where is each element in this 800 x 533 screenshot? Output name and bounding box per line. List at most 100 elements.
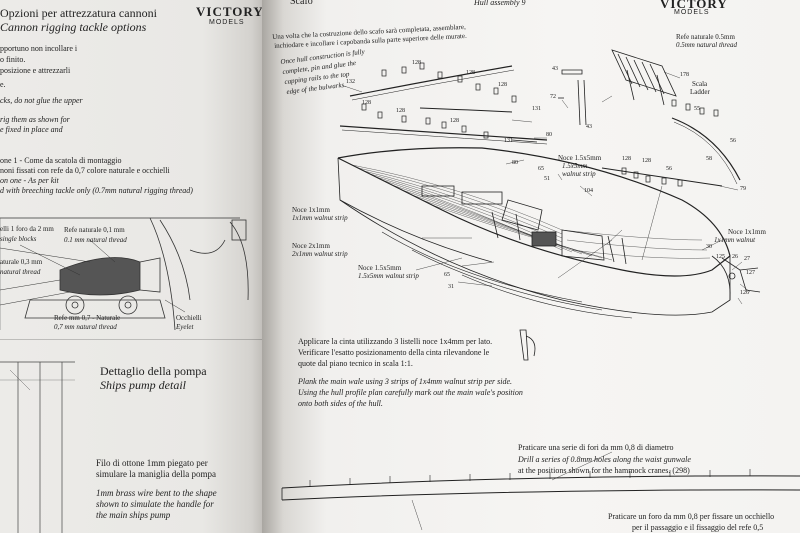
part-number: 128 xyxy=(642,158,651,164)
text-fragment: e. xyxy=(0,80,6,89)
callout-thread1-en: 0.1 mm natural thread xyxy=(64,236,127,244)
text-fragment: rig them as shown for xyxy=(0,115,70,124)
cannon-title-it: Opzioni per attrezzatura cannoni xyxy=(0,6,157,20)
logo-sub-right: MODELS xyxy=(674,9,710,16)
wale-it-1: Applicare la cinta utilizzando 3 listell… xyxy=(298,337,493,346)
thread05-it: Refe naturale 0.5mm xyxy=(676,33,735,41)
left-page: VICTORY MODELS Opzioni per attrezzatura … xyxy=(0,0,270,533)
part-number: 80 xyxy=(546,132,552,138)
text-fragment: cks, do not glue the upper xyxy=(0,96,83,105)
part-number: 56 xyxy=(666,166,672,172)
walnut-15b-it: Noce 1.5x5mm xyxy=(558,154,602,162)
part-number: 128 xyxy=(450,118,459,124)
walnut-1x1-en: 1x1mm walnut strip xyxy=(292,214,348,222)
ladder-it: Scala xyxy=(692,80,708,88)
part-number: 125 xyxy=(716,254,725,260)
wale-it-3: quote dal piano tecnico in scala 1:1. xyxy=(298,359,413,368)
part-number: 132 xyxy=(346,79,355,85)
part-number: 131 xyxy=(532,106,541,112)
walnut-15-it: Noce 1.5x5mm xyxy=(358,264,402,272)
part-number: 58 xyxy=(706,156,712,162)
part-number: 72 xyxy=(550,94,556,100)
pump-it-1: Filo di ottone 1mm piegato per xyxy=(96,458,208,468)
wale-en-3: onto both sides of the hull. xyxy=(298,399,383,408)
holes-en-1: Drill a series of 0.8mm holes along the … xyxy=(518,455,691,464)
part-number: 128 xyxy=(362,100,371,106)
part-number: 178 xyxy=(680,72,689,78)
pump-en-2: shown to simulate the handle for xyxy=(96,499,214,509)
walnut-right-it: Noce 1x1mm xyxy=(728,228,766,236)
text-fragment: posizione e attrezzarli xyxy=(0,66,71,75)
holes-en-2: at the positions shown for the hammock c… xyxy=(518,466,690,475)
callout-blocks-it: elli 1 foro da 2 mm xyxy=(0,225,54,233)
walnut-15b-en: 1.5x5mm xyxy=(562,162,588,170)
callout-eyelet-en: Eyelet xyxy=(176,323,194,331)
part-number: 128 xyxy=(466,70,475,76)
ladder-en: Ladder xyxy=(690,88,710,96)
part-number: 56 xyxy=(730,138,736,144)
option-it: one 1 - Come da scatola di montaggio xyxy=(0,156,122,165)
header-right: Hull assembly 9 xyxy=(474,0,526,7)
wale-it-2: Verificare l'esatto posizionamento della… xyxy=(298,348,490,357)
part-number: 126 xyxy=(740,290,749,296)
pump-en-1: 1mm brass wire bent to the shape xyxy=(96,488,217,498)
hull-drawing xyxy=(281,49,800,531)
walnut-2x1-it: Noce 2x1mm xyxy=(292,242,330,250)
text-fragment: e fixed in place and xyxy=(0,125,63,134)
callout-thread7-it: Refe mm 0,7 - Naturale xyxy=(54,314,121,322)
cannon-title-en: Cannon rigging tackle options xyxy=(0,20,147,34)
bottom-it-1: Praticare un foro da mm 0,8 per fissare … xyxy=(608,512,775,521)
part-number: 65 xyxy=(538,166,544,172)
part-number: 128 xyxy=(412,60,421,66)
walnut-15-en: 1.5x5mm walnut strip xyxy=(358,272,419,280)
walnut-1x1-it: Noce 1x1mm xyxy=(292,206,330,214)
callout-thread7-en: 0,7 mm natural thread xyxy=(54,323,117,331)
thread05-en: 0.5mm natural thread xyxy=(676,41,737,49)
callout-thread3-en: natural thread xyxy=(0,268,41,276)
option-it-2: noni fissati con refe da 0,7 colore natu… xyxy=(0,166,170,175)
part-number: 43 xyxy=(552,66,558,72)
text-fragment: o finito. xyxy=(0,55,26,64)
pump-drawing xyxy=(0,361,75,533)
callout-eyelet-it: Occhielli xyxy=(176,314,202,322)
part-number: 26 xyxy=(732,254,738,260)
walnut-2x1-en: 2x1mm walnut strip xyxy=(292,250,348,258)
header-left: Scafo xyxy=(290,0,313,7)
logo-wordmark-left: VICTORY xyxy=(196,4,264,19)
callout-thread3-it: aturale 0,3 mm xyxy=(0,258,43,266)
part-number: 127 xyxy=(746,270,755,276)
right-page: Scafo Hull assembly 9 VICTORY MODELS Una… xyxy=(262,0,800,533)
pump-en-3: the main ships pump xyxy=(96,510,171,520)
part-number: 128 xyxy=(396,108,405,114)
part-number: 27 xyxy=(744,256,750,262)
part-number: 65 xyxy=(444,272,450,278)
callout-blocks-en: single blocks xyxy=(0,235,37,243)
bottom-it-2: per il passaggio e il fissaggio del refe… xyxy=(632,523,764,532)
part-number: 128 xyxy=(498,82,507,88)
part-number: 43 xyxy=(586,124,592,130)
pump-it-2: simulare la maniglia della pompa xyxy=(96,469,216,479)
part-number: 30 xyxy=(706,244,712,250)
part-number: 79 xyxy=(740,186,746,192)
wale-en-2: Using the hull profile plan carefully ma… xyxy=(298,388,523,397)
part-number: 51 xyxy=(544,176,550,182)
callout-thread1-it: Refe naturale 0,1 mm xyxy=(64,226,125,234)
text-fragment: pportuno non incollare i xyxy=(0,44,78,53)
pump-title-it: Dettaglio della pompa xyxy=(100,364,207,378)
option-en: on one - As per kit xyxy=(0,176,59,185)
part-number: 80 xyxy=(512,160,518,166)
part-number: 104 xyxy=(584,188,593,194)
holes-it: Praticare una serie di fori da mm 0,8 di… xyxy=(518,443,674,452)
walnut-15b-en2: walnut strip xyxy=(562,170,596,178)
logo-wordmark-right: VICTORY xyxy=(660,0,728,11)
part-number: 131 xyxy=(504,138,513,144)
logo-sub-left: MODELS xyxy=(209,19,245,26)
part-number: 55 xyxy=(694,106,700,112)
cannon-drawing xyxy=(0,217,270,340)
part-number: 128 xyxy=(622,156,631,162)
walnut-right-en: 1x1mm walnut xyxy=(714,236,756,244)
pump-title-en: Ships pump detail xyxy=(100,378,186,392)
part-number: 31 xyxy=(448,284,454,290)
wale-en-1: Plank the main wale using 3 strips of 1x… xyxy=(298,377,512,386)
option-en-2: d with breeching tackle only (0.7mm natu… xyxy=(0,186,193,195)
